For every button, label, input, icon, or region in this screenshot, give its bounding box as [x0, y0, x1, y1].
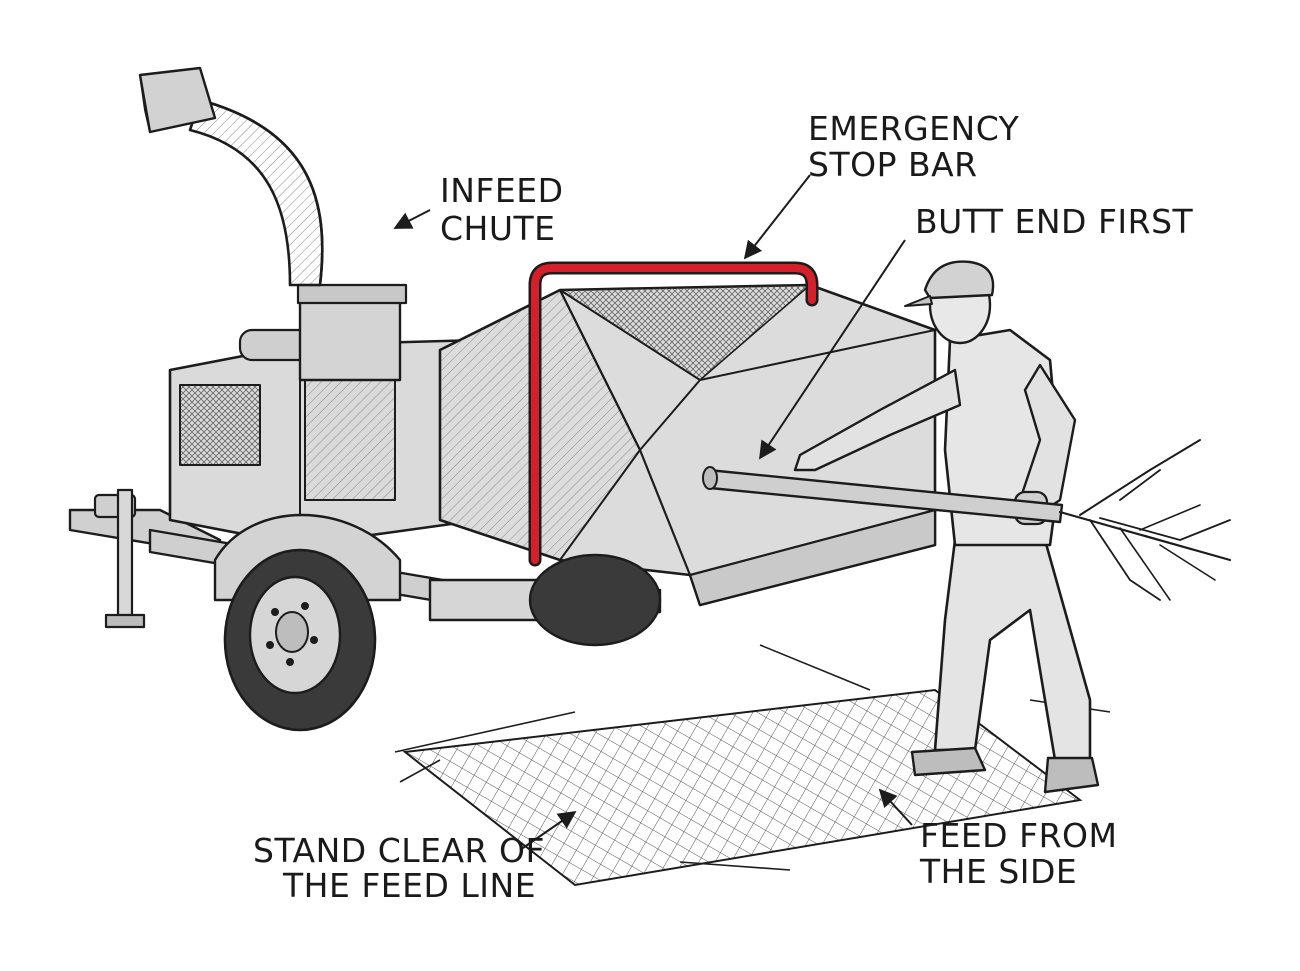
butt-end-first-label: BUTT END FIRST: [915, 202, 1194, 241]
feed-zone-hatch-icon: [394, 644, 1111, 887]
wood-chipper-icon: [68, 66, 937, 732]
callout-emergency-stop-bar: EMERGENCY STOP BAR: [808, 109, 1020, 184]
branch-icon: [702, 439, 1232, 601]
arrow-feed-side: [878, 788, 913, 826]
emergency-stop-line-1: EMERGENCY: [808, 109, 1020, 148]
feed-side-line-1: FEED FROM: [920, 816, 1117, 855]
stand-clear-line-2: THE FEED LINE: [282, 866, 536, 905]
stand-clear-line-1: STAND CLEAR OF: [253, 831, 545, 870]
infeed-chute-line-2: CHUTE: [440, 209, 556, 248]
emergency-stop-line-2: STOP BAR: [808, 145, 978, 184]
arrow-infeed-chute: [393, 209, 431, 229]
leader-arrows: [393, 174, 913, 851]
callout-butt-end-first: BUTT END FIRST: [915, 202, 1194, 241]
callout-stand-clear: STAND CLEAR OF THE FEED LINE: [253, 831, 545, 905]
arrow-butt-end: [759, 239, 906, 460]
callout-feed-from-side: FEED FROM THE SIDE: [919, 816, 1117, 891]
arrow-emergency-stop: [743, 174, 811, 260]
emergency-stop-bar-icon: [528, 261, 819, 567]
arrow-stand-clear: [519, 810, 577, 851]
operator-icon: [793, 260, 1100, 794]
feed-side-line-2: THE SIDE: [919, 852, 1077, 891]
callout-infeed-chute: INFEED CHUTE: [440, 171, 564, 248]
infeed-chute-line-1: INFEED: [440, 171, 564, 210]
